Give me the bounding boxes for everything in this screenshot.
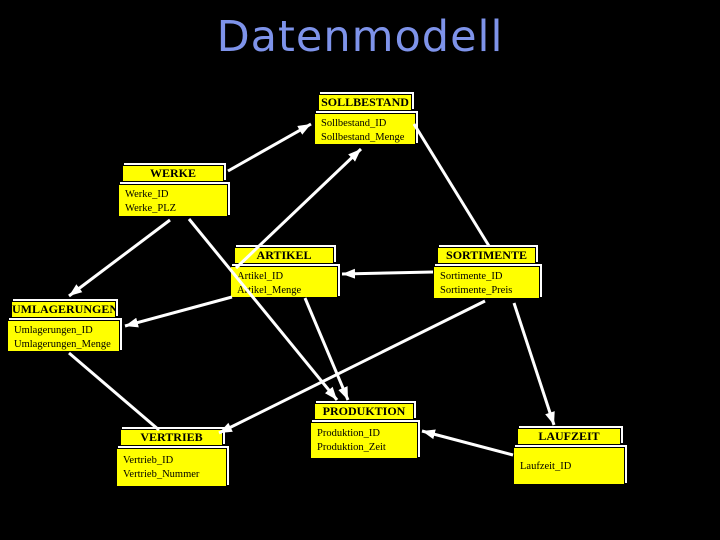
connector-werke-sollbestand — [227, 122, 312, 173]
attribute-text: Produktion_ID — [317, 428, 380, 439]
entity-name-laufzeit: LAUFZEIT — [517, 428, 621, 445]
attribute-text: Werke_PLZ — [125, 203, 177, 214]
entity-name-produktion: PRODUKTION — [314, 403, 414, 420]
entity-name-vertrieb: VERTRIEB — [120, 429, 223, 446]
connector-artikel-produktion — [303, 297, 350, 401]
attribute-text: Sollbestand_Menge — [321, 132, 405, 143]
entity-box-artikel: ARTIKEL Artikel_ID Artikel_Menge — [230, 247, 338, 298]
attribute-text: Sortimente_ID — [440, 271, 503, 282]
connector-werke-umlagerungen — [68, 218, 171, 298]
entity-attributes-sollbestand: Sollbestand_ID Sollbestand_Menge — [314, 113, 416, 145]
entity-attributes-sortimente: Sortimente_ID Sortimente_Preis — [433, 266, 540, 299]
connector-laufzeit-produktion — [421, 429, 514, 457]
entity-box-sollbestand: SOLLBESTAND Sollbestand_ID Sollbestand_Men… — [314, 94, 416, 145]
entity-box-vertrieb: VERTRIEB Vertrieb_ID Vertrieb_Nummer — [116, 429, 227, 487]
attribute-text: Vertrieb_ID — [123, 455, 174, 466]
connector-artikel-umlagerungen — [124, 295, 233, 328]
attribute-text: Laufzeit_ID — [520, 461, 572, 472]
attribute-text: Artikel_ID — [237, 271, 284, 282]
attribute-text: Sollbestand_ID — [321, 118, 387, 129]
connector-sortimente-artikel — [341, 268, 434, 279]
slide-title: Datenmodell — [216, 12, 504, 62]
entity-name-sollbestand: SOLLBESTAND — [318, 94, 412, 111]
attribute-text: Sortimente_Preis — [440, 285, 513, 296]
entity-attributes-vertrieb: Vertrieb_ID Vertrieb_Nummer — [116, 448, 227, 487]
connector-sollbestand-sortimente — [412, 123, 491, 247]
entity-box-laufzeit: LAUFZEIT Laufzeit_ID — [513, 428, 625, 485]
entity-name-umlagerungen: UMLAGERUNGEN — [11, 301, 116, 318]
entity-attributes-werke: Werke_ID Werke_PLZ — [118, 184, 228, 217]
entity-name-werke: WERKE — [122, 165, 224, 182]
connector-sortimente-laufzeit — [512, 302, 556, 426]
entity-attributes-produktion: Produktion_ID Produktion_Zeit — [310, 422, 418, 459]
entity-box-werke: WERKE Werke_ID Werke_PLZ — [118, 165, 228, 217]
entity-box-produktion: PRODUKTION Produktion_ID Produktion_Zeit — [310, 403, 418, 459]
attribute-text: Artikel_Menge — [237, 285, 302, 296]
entity-attributes-laufzeit: Laufzeit_ID — [513, 447, 625, 485]
attribute-text: Umlagerungen_ID — [14, 325, 93, 336]
connector-umlagerungen-vertrieb — [68, 351, 160, 432]
entity-attributes-umlagerungen: Umlagerungen_ID Umlagerungen_Menge — [7, 320, 120, 352]
entity-attributes-artikel: Artikel_ID Artikel_Menge — [230, 266, 338, 298]
entity-name-artikel: ARTIKEL — [234, 247, 334, 264]
attribute-text: Umlagerungen_Menge — [14, 339, 111, 350]
entity-box-sortimente: SORTIMENTE Sortimente_ID Sortimente_Preis — [433, 247, 540, 299]
attribute-text: Werke_ID — [125, 189, 169, 200]
attribute-text: Produktion_Zeit — [317, 442, 386, 453]
attribute-text: Vertrieb_Nummer — [123, 469, 200, 480]
entity-name-sortimente: SORTIMENTE — [437, 247, 536, 264]
